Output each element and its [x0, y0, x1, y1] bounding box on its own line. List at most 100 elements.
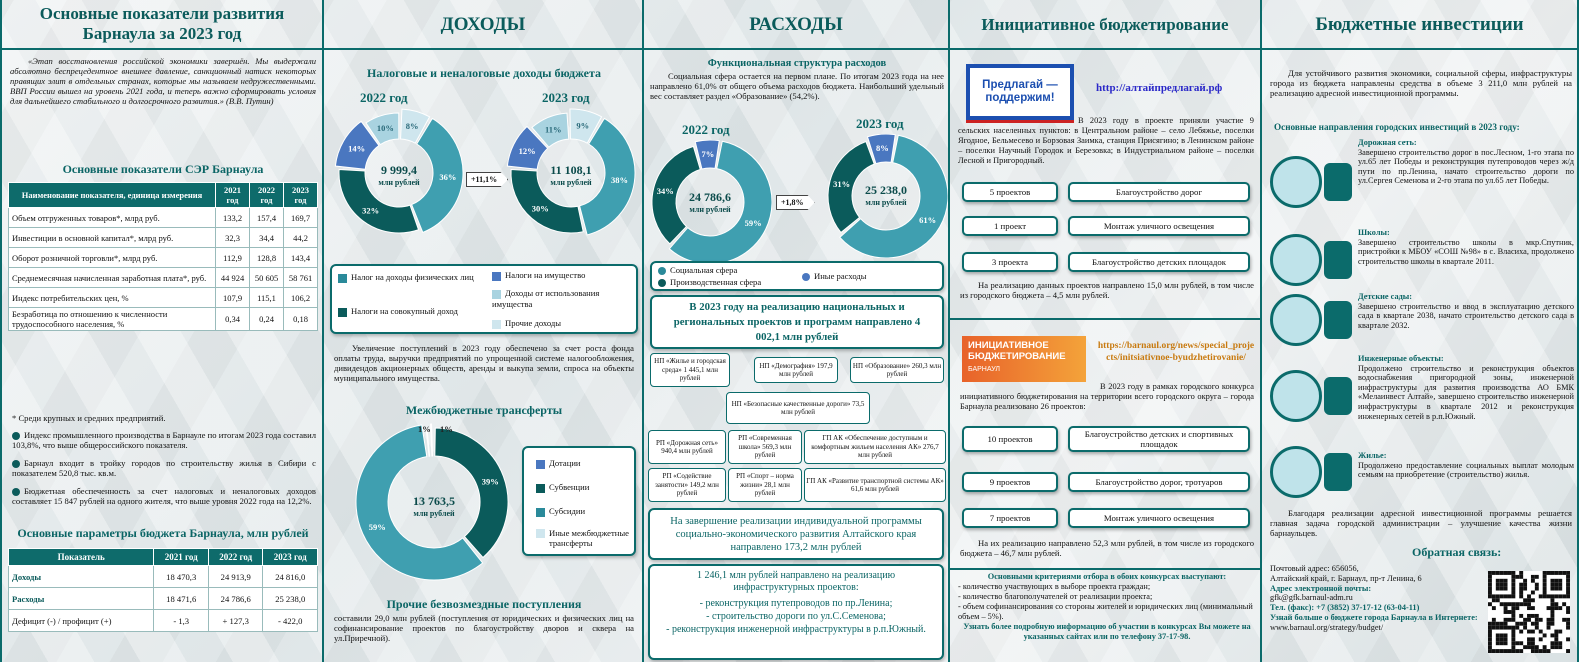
project-count: 7 проектов: [962, 508, 1058, 528]
connector-icon: [1324, 241, 1352, 279]
slice-label: 7%: [701, 149, 714, 159]
criteria-item: - количество участвующих в выборе проект…: [958, 582, 1151, 591]
cell: 169,7: [283, 207, 318, 228]
legend-swatch: [338, 307, 347, 317]
cell: 24 913,9: [207, 565, 264, 588]
cell: + 127,3: [207, 609, 264, 632]
exp-2023-center: 25 238,0 млн рублей: [856, 183, 916, 207]
params-title: Основные параметры бюджета Барнаула, млн…: [17, 526, 309, 540]
growth-value: +1,8%: [781, 198, 804, 207]
cell: 44 924: [215, 267, 250, 288]
slice-label: 59%: [369, 522, 386, 532]
params-table: Показатель 2021 год 2022 год 2023 год До…: [7, 548, 318, 632]
ind-head-name: Наименование показателя, единица измерен…: [8, 182, 216, 208]
unit: млн рублей: [413, 509, 455, 518]
cell: 18 470,3: [153, 565, 209, 588]
email[interactable]: gfk@gfk.barnaul-adm.ru: [1270, 593, 1353, 603]
inf-title: 1 246,1 млн рублей направлено на реализа…: [696, 570, 896, 593]
column-investments: Бюджетные инвестиции Для устойчивого раз…: [1260, 0, 1579, 662]
link-barnaul[interactable]: https://barnaul.org/news/special_project…: [1097, 341, 1255, 363]
cell: 32,3: [215, 227, 250, 248]
slice-label: 12%: [519, 146, 536, 156]
table-row: Объем отгруженных товаров*, млрд руб.133…: [8, 207, 318, 228]
donut-slice: [434, 427, 509, 559]
invest-item: Дорожная сеть: Завершено строительство д…: [1358, 138, 1574, 186]
contacts: Почтовый адрес: 656056, Алтайский край, …: [1270, 564, 1482, 633]
inf-item-text: реконструкция инженерной инфраструктуры …: [671, 624, 926, 635]
directions-title: Основные направления городских инвестици…: [1274, 122, 1520, 132]
invest-item: Школы: Завершено строительство школы в м…: [1358, 228, 1574, 266]
cell: 106,2: [283, 287, 318, 308]
income-2022-center: 9 999,4 млн рублей: [369, 163, 429, 187]
donut-slice: [338, 168, 420, 234]
site-link[interactable]: www.barnaul.org/strategy/budget/: [1270, 622, 1384, 632]
slice-label: 14%: [348, 144, 365, 154]
inf-item: - реконструкция инженерной инфраструктур…: [666, 624, 926, 635]
free-title: Прочие безвозмездные поступления: [386, 597, 582, 611]
cell: 115,1: [249, 287, 284, 308]
invest-item-head: Детские сады:: [1358, 292, 1413, 301]
invest-item: Инженерные объекты: Продолжено строитель…: [1358, 354, 1574, 421]
total: 11 108,1: [550, 163, 592, 177]
email-label: Адрес электронной почты:: [1270, 583, 1372, 593]
growth-value: +11,1%: [471, 175, 498, 184]
investments-title: Бюджетные инвестиции: [1262, 0, 1577, 50]
invest-item: Детские сады: Завершено строительство и …: [1358, 292, 1574, 330]
link-altai[interactable]: http://алтайпредлагай.рф: [1096, 82, 1223, 94]
ind-head-2022: 2022 год: [249, 182, 284, 208]
legend-label: Иные расходы: [814, 271, 867, 281]
legend-item: Налог на доходы физических лиц: [338, 272, 478, 283]
cell: 50 605: [249, 267, 284, 288]
income-donut-2023: 38%30%12%11%9%: [506, 108, 636, 236]
income-2023-center: 11 108,1 млн рублей: [539, 163, 603, 187]
donut-slice: [510, 168, 584, 234]
slice-label: 61%: [919, 215, 936, 225]
project-type: Благоустройство дорог: [1068, 182, 1250, 202]
logo-text: Предлагай — поддержим!: [982, 79, 1058, 104]
project-count: 3 проекта: [962, 252, 1058, 272]
func-text: Социальная сфера остается на первом план…: [650, 71, 944, 101]
income-title: ДОХОДЫ: [324, 0, 642, 50]
legend-swatch: [338, 273, 347, 283]
slice-label: 9%: [576, 120, 589, 130]
legend-label: Налоги на имущество: [505, 270, 586, 280]
slice-label: 1%: [440, 424, 453, 434]
logo-predlagai: Предлагай — поддержим!: [966, 64, 1074, 120]
ip-box: На завершение реализации индивидуальной …: [648, 508, 944, 560]
school-icon: [1270, 234, 1322, 286]
cell: Среднемесячная начисленная заработная пл…: [8, 267, 216, 288]
donut-slice: [429, 423, 434, 457]
legend-label: Налог на доходы физических лиц: [351, 272, 474, 282]
cell: 25 238,0: [262, 587, 318, 610]
cell: Индекс потребительских цен, %: [8, 287, 216, 308]
cell: Оборот розничной торговли*, млрд руб.: [8, 247, 216, 268]
expenses-donut-2023: 61%31%8%: [827, 134, 948, 258]
bullet-text: Индекс промышленного производства в Барн…: [12, 430, 316, 451]
inf-item-text: строительство дороги по ул.С.Семенова;: [711, 611, 886, 622]
unit: млн рублей: [550, 178, 592, 187]
slice-label: 11%: [545, 124, 562, 134]
donut-slice: [866, 134, 896, 165]
donut-slice: [694, 140, 720, 170]
bullet-1: Индекс промышленного производства в Барн…: [12, 430, 316, 450]
np-item: НП «Безопасные качественные дороги» 73,5…: [726, 392, 870, 424]
bullet-text: Бюджетная обеспеченность за счет налогов…: [12, 486, 316, 507]
invest-intro: Для устойчивого развития экономики, соци…: [1270, 68, 1572, 98]
cell: Доходы: [7, 565, 155, 588]
footnote: * Среди крупных и средних предприятий.: [12, 413, 166, 423]
income-legend: Налог на доходы физических лиц Налоги на…: [330, 264, 638, 334]
project-type: Благоустройство детских площадок: [1068, 252, 1250, 272]
qr-code-icon[interactable]: [1488, 570, 1570, 654]
legend-label: Производственная сфера: [670, 277, 762, 287]
legend-label: Прочие доходы: [505, 318, 562, 328]
slice-label: 59%: [745, 218, 762, 228]
table-row: Оборот розничной торговли*, млрд руб.112…: [8, 247, 318, 268]
legend-swatch: [492, 271, 501, 281]
cell: - 1,3: [153, 609, 209, 632]
project-count: 9 проектов: [962, 472, 1058, 492]
growth-arrow: +1,8%: [776, 195, 815, 210]
legend-item: Производственная сфера: [658, 277, 762, 288]
column-initiative: Инициативное бюджетирование Предлагай — …: [948, 0, 1260, 662]
bullet-3: Бюджетная обеспеченность за счет налогов…: [12, 486, 316, 506]
